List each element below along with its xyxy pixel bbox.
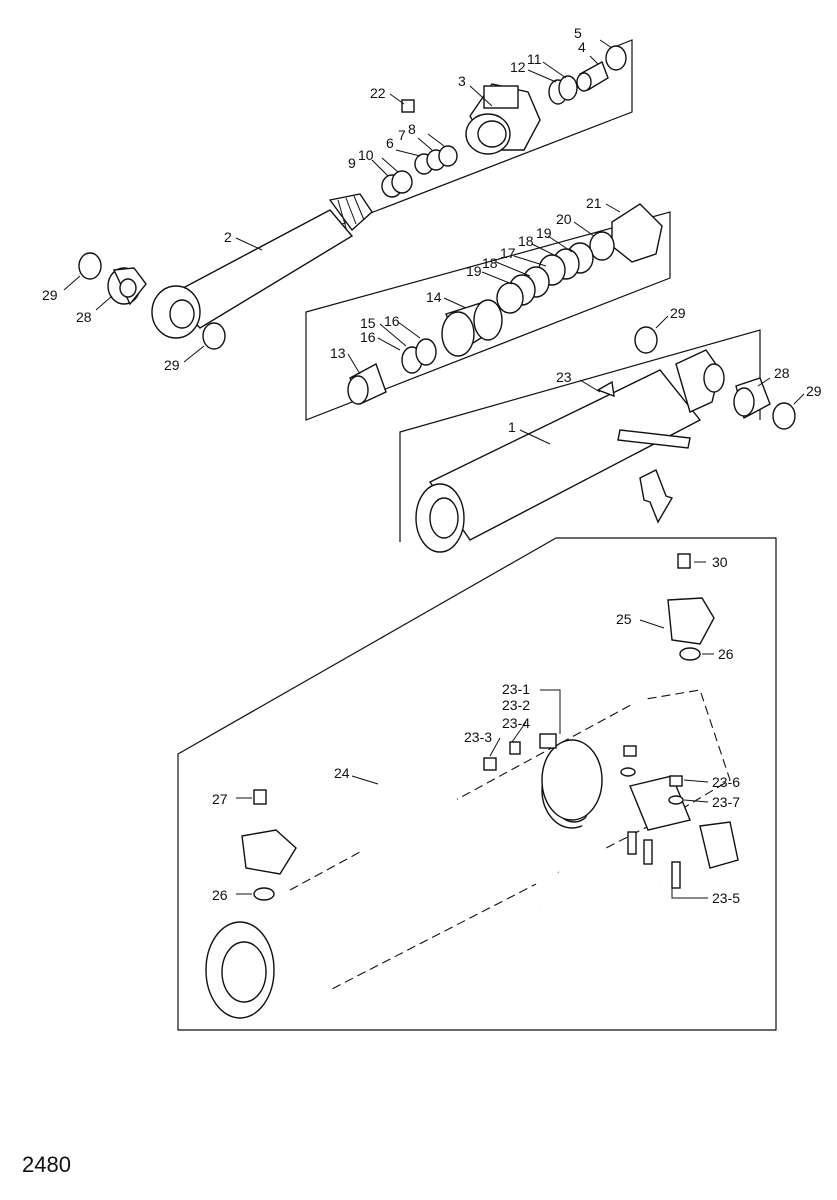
label-16-b: 16 [360, 329, 376, 345]
label-23: 23 [556, 369, 572, 385]
piston-rod [151, 193, 373, 339]
label-4: 4 [578, 39, 586, 55]
piston-14 [441, 299, 503, 357]
label-13: 13 [330, 345, 346, 361]
studs-23-5 [627, 831, 681, 889]
label-23-4: 23-4 [502, 715, 530, 731]
flange-top [667, 597, 715, 645]
label-26-a: 26 [718, 646, 734, 662]
label-3: 3 [458, 73, 466, 89]
rings-11-12 [548, 75, 578, 105]
cylinder-tube [415, 349, 725, 553]
label-19-b: 19 [466, 263, 482, 279]
bushing-4 [576, 60, 609, 92]
rod-group-frame [331, 39, 633, 229]
piping-group-frame [177, 537, 777, 1031]
bolt-30 [677, 553, 691, 569]
rings-17-19 [496, 242, 594, 314]
label-12: 12 [510, 59, 526, 75]
label-23-5: 23-5 [712, 890, 740, 906]
oring-26-left [253, 887, 275, 901]
label-6: 6 [386, 135, 394, 151]
label-10: 10 [358, 147, 374, 163]
label-23-6: 23-6 [712, 774, 740, 790]
label-24: 24 [334, 765, 350, 781]
seal-29-bottom-right [772, 402, 796, 430]
label-5: 5 [574, 25, 582, 41]
label-18-b: 18 [482, 255, 498, 271]
bushing-28-left [107, 267, 147, 306]
label-21: 21 [586, 195, 602, 211]
flange-left [241, 829, 297, 875]
clamp-ring-23-1 [539, 733, 603, 821]
bolt-27 [253, 789, 267, 805]
seal-29-top-left [78, 252, 102, 280]
seal-29-bottom-left [202, 322, 226, 350]
label-17: 17 [500, 245, 516, 261]
label-29-d: 29 [806, 383, 822, 399]
label-27: 27 [212, 791, 228, 807]
bushing-13 [347, 362, 387, 405]
label-28-b: 28 [774, 365, 790, 381]
label-1: 1 [508, 419, 516, 435]
clamp-block [629, 775, 739, 869]
label-8: 8 [408, 121, 416, 137]
label-30: 30 [712, 554, 728, 570]
label-16-a: 16 [384, 313, 400, 329]
rod-cover [465, 83, 541, 155]
label-20: 20 [556, 211, 572, 227]
nut-21 [611, 203, 663, 263]
label-14: 14 [426, 289, 442, 305]
oring-26-top [679, 647, 701, 661]
label-23-2: 23-2 [502, 697, 530, 713]
label-2: 2 [224, 229, 232, 245]
label-19-a: 19 [536, 225, 552, 241]
label-7: 7 [398, 127, 406, 143]
label-9: 9 [348, 155, 356, 171]
seal-29-top-right [634, 326, 658, 354]
label-28-a: 28 [76, 309, 92, 325]
bolt-23-4 [509, 741, 521, 755]
piston-group-frame [305, 211, 671, 421]
label-25: 25 [616, 611, 632, 627]
label-23-7: 23-7 [712, 794, 740, 810]
bolt-22 [401, 99, 415, 113]
label-23-1: 23-1 [502, 681, 530, 697]
tube-group-frame [399, 329, 761, 542]
bolt-23-3 [483, 757, 497, 771]
label-29-b: 29 [164, 357, 180, 373]
label-15: 15 [360, 315, 376, 331]
page-number: 2480 [22, 1152, 71, 1177]
rings-15-16 [401, 338, 437, 374]
ring-20 [589, 231, 615, 261]
leader-lines [63, 39, 805, 899]
part-labels: 5 4 12 11 3 22 8 7 6 10 9 2 29 28 29 21 … [42, 25, 822, 906]
label-11: 11 [527, 51, 542, 67]
ring-5 [605, 45, 627, 71]
label-29-c: 29 [670, 305, 686, 321]
rings-9-10 [381, 170, 413, 198]
label-26-b: 26 [212, 887, 228, 903]
label-23-3: 23-3 [464, 729, 492, 745]
pipe-25 [538, 623, 685, 914]
label-18-a: 18 [518, 233, 534, 249]
nuts-23-6-23-7 [620, 745, 684, 805]
rings-6-8 [414, 145, 458, 175]
detail-arrow [639, 469, 674, 524]
label-22: 22 [370, 85, 386, 101]
bushing-28-right [733, 377, 771, 420]
label-29-a: 29 [42, 287, 58, 303]
